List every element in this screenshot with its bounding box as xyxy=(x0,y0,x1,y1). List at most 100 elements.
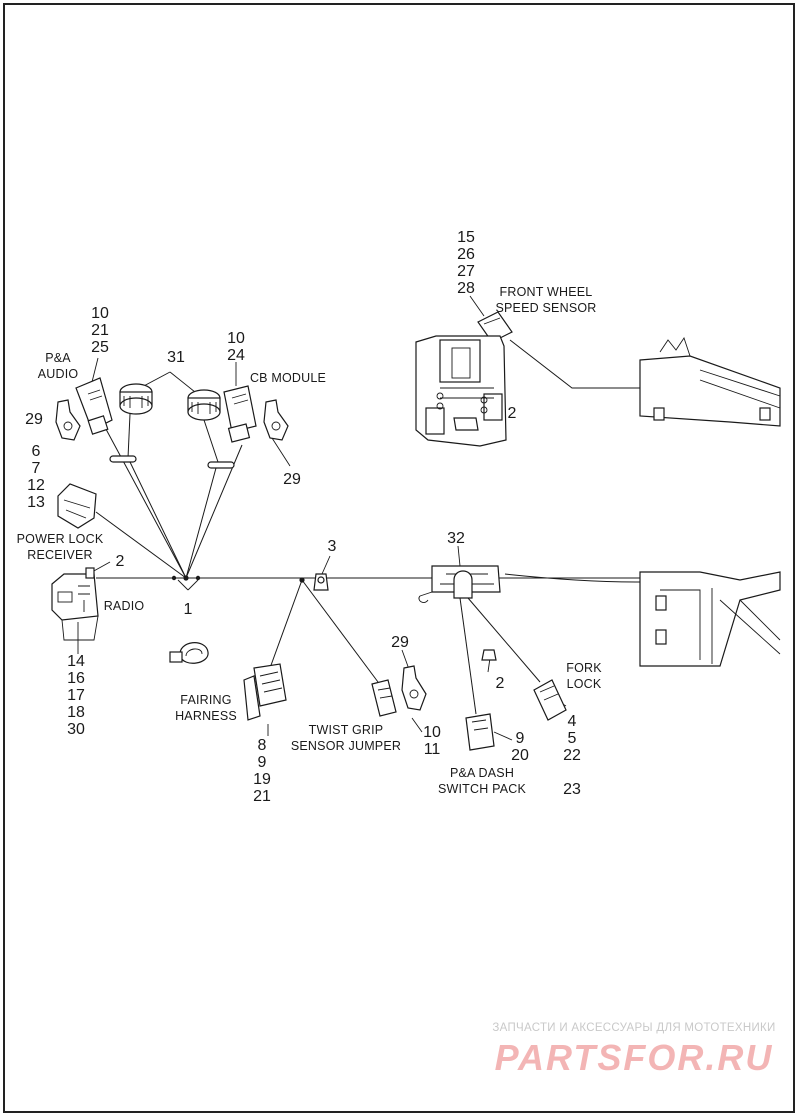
pa-audio-connector xyxy=(75,377,113,435)
svg-text:FORK: FORK xyxy=(566,661,602,675)
callout-9-dash: 9 xyxy=(516,730,525,747)
svg-text:HARNESS: HARNESS xyxy=(175,709,237,723)
wiring xyxy=(59,295,641,741)
svg-text:P&A DASH: P&A DASH xyxy=(450,766,514,780)
callout-2-front: 2 xyxy=(508,405,517,422)
grommet-connector-left xyxy=(109,383,153,463)
leader-2-radio xyxy=(91,561,111,573)
speed-sensor-cable xyxy=(509,339,640,389)
label-radio: RADIO xyxy=(104,599,145,613)
junction-dots xyxy=(171,575,305,583)
callout-18: 18 xyxy=(67,704,85,721)
branch-cb-connector xyxy=(185,467,217,579)
callout-3: 3 xyxy=(328,538,337,555)
label-front-wheel-speed-sensor: FRONT WHEEL SPEED SENSOR xyxy=(495,285,596,315)
callout-10-24: 10 24 xyxy=(227,330,245,364)
label-power-lock-receiver: POWER LOCK RECEIVER xyxy=(17,532,104,562)
drawing-frame xyxy=(3,3,795,1113)
branch-dash-switch xyxy=(459,597,477,715)
fairing-bracket xyxy=(415,335,507,447)
branch-fairing xyxy=(269,579,303,669)
branch-fork-lock xyxy=(467,597,541,683)
wire-clip xyxy=(313,573,329,591)
callout-21-fairing: 21 xyxy=(253,788,271,805)
grommet-connector-cb xyxy=(187,389,235,469)
callout-12: 12 xyxy=(27,477,45,494)
callout-28: 28 xyxy=(457,280,475,297)
svg-text:TWIST GRIP: TWIST GRIP xyxy=(309,723,384,737)
callout-9-fairing: 9 xyxy=(258,754,267,771)
leader-9-20 xyxy=(493,731,513,741)
svg-text:FAIRING: FAIRING xyxy=(180,693,231,707)
callout-29-twist: 29 xyxy=(391,634,409,651)
callout-7: 7 xyxy=(32,460,41,477)
callout-30: 30 xyxy=(67,721,85,738)
callout-1: 1 xyxy=(184,601,193,618)
branch-twist-grip xyxy=(301,579,379,683)
callout-13: 13 xyxy=(27,494,45,511)
fork-leg-lower xyxy=(639,571,781,667)
callout-10-twist: 10 xyxy=(423,724,441,741)
callout-2-radio: 2 xyxy=(116,553,125,570)
terminal-clip-left xyxy=(55,399,81,441)
svg-text:RECEIVER: RECEIVER xyxy=(27,548,93,562)
callout-29-cb: 29 xyxy=(283,471,301,488)
callout-25: 25 xyxy=(91,339,109,356)
callout-6-7-12-13: 6 7 12 13 xyxy=(27,443,45,511)
callout-19: 19 xyxy=(253,771,271,788)
callout-26: 26 xyxy=(457,246,475,263)
radio-unit xyxy=(51,567,99,641)
svg-text:FRONT WHEEL: FRONT WHEEL xyxy=(500,285,593,299)
callout-14-16-17-18-30: 14 16 17 18 30 xyxy=(67,653,85,738)
callout-24: 24 xyxy=(227,347,245,364)
power-lock-receiver xyxy=(57,483,97,529)
callout-9-20: 9 20 xyxy=(511,730,529,764)
dash-switch-connector xyxy=(465,713,495,751)
fork-lock-connector xyxy=(533,679,567,721)
callout-4-5-22-23: 4 5 22 23 xyxy=(563,713,581,798)
callout-32: 32 xyxy=(447,530,465,547)
label-twist-grip-sensor-jumper: TWIST GRIP SENSOR JUMPER xyxy=(291,723,401,753)
main-harness-wire-2 xyxy=(504,573,641,583)
callout-14: 14 xyxy=(67,653,85,670)
svg-text:SPEED SENSOR: SPEED SENSOR xyxy=(495,301,596,315)
svg-text:SWITCH PACK: SWITCH PACK xyxy=(438,782,527,796)
callout-16: 16 xyxy=(67,670,85,687)
leader-10-11 xyxy=(411,717,423,733)
callout-11: 11 xyxy=(424,741,441,758)
mounting-bracket xyxy=(418,565,501,603)
callout-21-audio: 21 xyxy=(91,322,109,339)
svg-text:AUDIO: AUDIO xyxy=(38,367,79,381)
fork-leg-upper xyxy=(639,336,781,427)
callout-27: 27 xyxy=(457,263,475,280)
speed-sensor xyxy=(477,311,513,343)
callout-23: 23 xyxy=(563,781,581,798)
callout-10-21-25: 10 21 25 xyxy=(91,305,109,356)
leader-1a xyxy=(177,579,189,591)
callout-17: 17 xyxy=(67,687,85,704)
label-fork-lock: FORK LOCK xyxy=(566,661,602,691)
terminal-clip-cb xyxy=(263,399,289,441)
terminal-clip-twist xyxy=(401,665,427,711)
callout-2-mid: 2 xyxy=(496,675,505,692)
watermark: ЗАПЧАСТИ И АКСЕССУАРЫ ДЛЯ МОТОТЕХНИКИ PA… xyxy=(492,1022,775,1078)
callout-10-cb: 10 xyxy=(227,330,245,347)
branch-power-lock xyxy=(95,511,187,579)
watermark-brand: PARTSFOR.RU xyxy=(495,1037,774,1078)
branch-left-connector xyxy=(129,461,187,579)
callout-29-left: 29 xyxy=(25,411,43,428)
fairing-harness-connector xyxy=(243,663,287,721)
svg-text:SENSOR JUMPER: SENSOR JUMPER xyxy=(291,739,401,753)
svg-text:POWER LOCK: POWER LOCK xyxy=(17,532,104,546)
leader-1b xyxy=(187,579,199,591)
leader-pa-audio xyxy=(91,357,99,383)
callout-4: 4 xyxy=(568,713,577,730)
svg-text:LOCK: LOCK xyxy=(567,677,602,691)
label-pa-audio: P&A AUDIO xyxy=(38,351,79,381)
label-fairing-harness: FAIRING HARNESS xyxy=(175,693,237,723)
callout-22: 22 xyxy=(563,747,581,764)
callout-10-11: 10 11 xyxy=(423,724,441,758)
watermark-caption: ЗАПЧАСТИ И АКСЕССУАРЫ ДЛЯ МОТОТЕХНИКИ xyxy=(492,1022,775,1034)
callout-15: 15 xyxy=(457,229,475,246)
